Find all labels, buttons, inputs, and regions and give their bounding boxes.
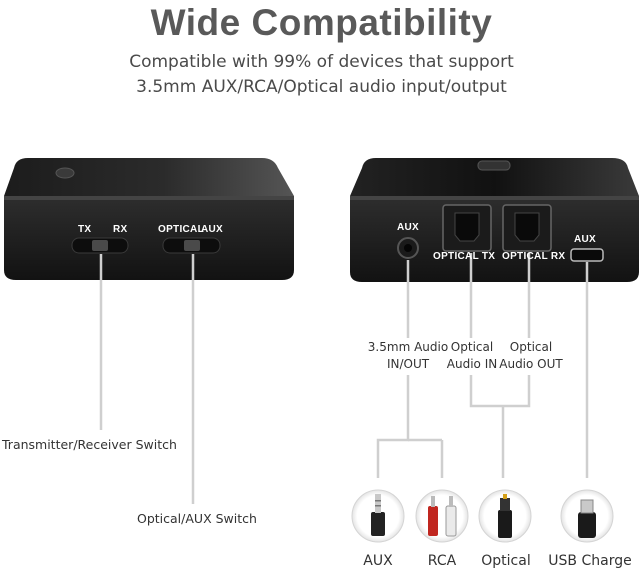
port-label-optical-rx: OPTICAL RX <box>502 251 566 262</box>
optical-plug-icon <box>478 489 532 543</box>
switch-label-rx: RX <box>113 224 128 235</box>
port-label-usb-aux: AUX <box>574 234 597 245</box>
page-title: Wide Compatibility <box>150 2 493 43</box>
callout-3-5mm-audio: 3.5mm Audio IN/OUT <box>367 340 449 371</box>
power-button-icon[interactable] <box>55 167 75 179</box>
callout-optical-out: Optical Audio OUT <box>499 340 563 371</box>
connector-label-usb-charge: USB Charge <box>548 553 632 569</box>
switch-label-aux: AUX <box>201 224 224 235</box>
callout-optical-in: Optical Audio IN <box>446 340 498 371</box>
right-device <box>350 158 639 282</box>
switch-label-tx: TX <box>78 224 92 235</box>
usb-port-icon <box>570 248 604 262</box>
rca-plug-icon <box>415 489 469 543</box>
subtitle-line-2: 3.5mm AUX/RCA/Optical audio input/output <box>136 77 507 97</box>
callout-lines <box>99 253 589 504</box>
callout-transmitter-receiver-switch: Transmitter/Receiver Switch <box>2 437 177 452</box>
switch-label-optical: OPTICAL <box>158 224 204 235</box>
port-label-optical-tx: OPTICAL TX <box>433 251 496 262</box>
aux-plug-icon <box>351 489 405 543</box>
left-device <box>4 158 294 280</box>
callout-optical-aux-switch: Optical/AUX Switch <box>137 511 257 526</box>
usb-plug-icon <box>560 489 614 543</box>
connector-label-optical: Optical <box>481 553 531 569</box>
subtitle-line-1: Compatible with 99% of devices that supp… <box>129 52 514 72</box>
connector-label-rca: RCA <box>427 553 457 569</box>
connector-icons <box>351 489 614 543</box>
port-label-aux: AUX <box>397 222 420 233</box>
connector-label-aux: AUX <box>363 553 393 569</box>
